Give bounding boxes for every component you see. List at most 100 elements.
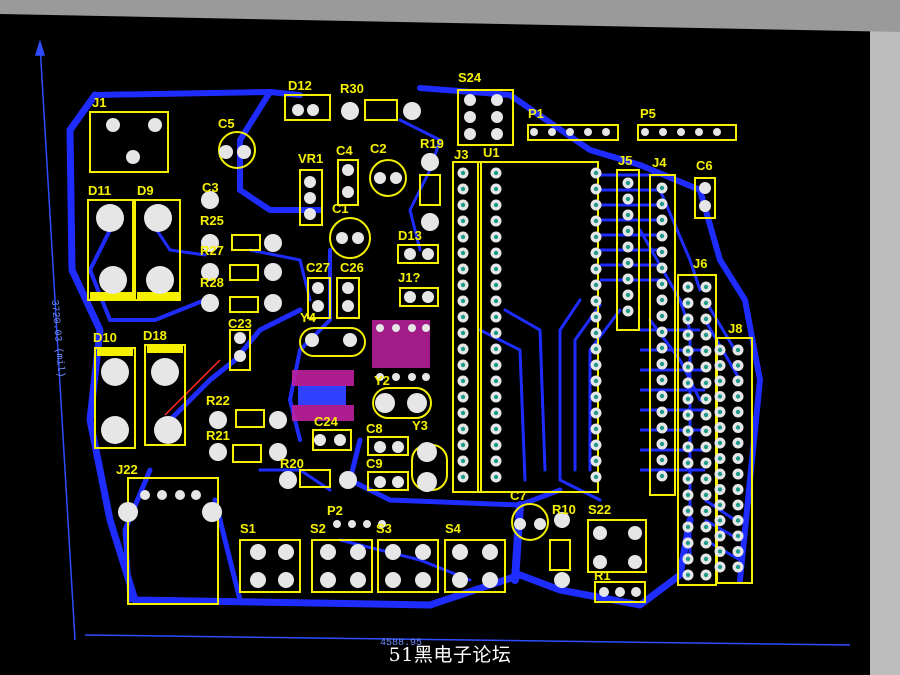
pad-hole: [735, 549, 741, 554]
pad-hole: [460, 186, 466, 192]
pad-hole: [625, 212, 631, 218]
pad-hole: [659, 313, 665, 319]
pad-hole: [593, 474, 599, 480]
pad-hole: [659, 377, 665, 383]
pad-hole: [685, 300, 691, 306]
label-J22: J22: [116, 462, 138, 477]
label-R25: R25: [200, 213, 224, 228]
dimension-horizontal-label: 4588.95: [380, 638, 422, 649]
pad-hole: [493, 266, 499, 272]
label-J4: J4: [652, 155, 667, 170]
label-R27: R27: [200, 243, 224, 258]
pad-hole: [593, 426, 599, 432]
pad-hole: [593, 170, 599, 176]
pad-hole: [685, 396, 691, 402]
pad-hole: [493, 474, 499, 480]
pad-hole: [593, 234, 599, 240]
pad-hole: [717, 363, 723, 368]
pad-hole: [703, 556, 709, 562]
pad-hole: [685, 492, 691, 498]
label-R30: R30: [340, 81, 364, 96]
pad-hole: [460, 250, 466, 256]
smd-chips: [292, 320, 430, 421]
label-D18: D18: [143, 328, 167, 343]
pad-hole: [685, 284, 691, 290]
label-Y4: Y4: [300, 310, 317, 325]
label-C5: C5: [218, 116, 235, 131]
label-Y2: Y2: [374, 373, 390, 388]
pad-hole: [703, 332, 709, 338]
pad-hole: [717, 378, 723, 384]
pad-hole: [593, 410, 599, 416]
label-J3: J3: [454, 147, 468, 162]
pad-hole: [493, 362, 499, 368]
bezel-right: [870, 0, 900, 675]
pad-hole: [460, 426, 466, 432]
pad-hole: [493, 378, 499, 384]
reference-designators: J1 C5 D12 R30 S24 P1 P5 D11 D9 C3 VR1 C4…: [88, 70, 742, 583]
pad-hole: [735, 502, 741, 508]
label-R19: R19: [420, 136, 444, 151]
pad-hole: [735, 363, 741, 368]
label-R1: R1: [594, 568, 611, 583]
pad-hole: [735, 347, 741, 353]
label-C7: C7: [510, 488, 527, 503]
pcb-traces: [66, 85, 763, 609]
pad-hole: [735, 409, 741, 415]
pad-hole: [493, 410, 499, 416]
pad-hole: [593, 378, 599, 384]
pad-hole: [659, 217, 665, 223]
label-P2: P2: [327, 503, 343, 518]
pad-hole: [717, 533, 723, 539]
pad-hole: [703, 300, 709, 306]
pad-hole: [593, 298, 599, 304]
label-C23: C23: [228, 316, 252, 331]
label-C6: C6: [696, 158, 713, 173]
pad-hole: [460, 394, 466, 400]
pad-hole: [685, 348, 691, 354]
pad-hole: [493, 170, 499, 176]
label-P1: P1: [528, 106, 544, 121]
label-C3: C3: [202, 180, 219, 195]
pad-hole: [717, 502, 723, 508]
pad-hole: [493, 202, 499, 208]
pad-hole: [735, 487, 741, 492]
label-J8: J8: [728, 321, 742, 336]
pad-hole: [717, 425, 723, 430]
label-P5: P5: [640, 106, 656, 121]
label-C9: C9: [366, 456, 383, 471]
pad-hole: [717, 440, 723, 446]
pad-hole: [703, 540, 709, 546]
forum-watermark: 51黑电子论坛: [388, 644, 512, 666]
pad-hole: [703, 572, 709, 578]
pad-hole: [493, 314, 499, 320]
pad-hole: [685, 412, 691, 418]
label-S24: S24: [458, 70, 482, 85]
pad-hole: [593, 250, 599, 256]
label-C4: C4: [336, 143, 353, 158]
pad-hole: [685, 476, 691, 482]
pad-hole: [460, 202, 466, 208]
pad-hole: [625, 308, 631, 314]
pad-hole: [659, 329, 665, 335]
dimension-lines: [34, 39, 851, 646]
label-S1: S1: [240, 521, 256, 536]
pad-hole: [625, 196, 631, 202]
pad-hole: [460, 282, 466, 288]
pad-hole: [659, 281, 665, 287]
pad-hole: [735, 394, 741, 399]
pad-hole: [493, 234, 499, 240]
pad-hole: [685, 364, 691, 370]
pad-hole: [659, 297, 665, 303]
pad-hole: [460, 442, 466, 448]
pad-hole: [685, 380, 691, 386]
pad-hole: [493, 282, 499, 288]
label-J5: J5: [618, 153, 632, 168]
pad-hole: [717, 394, 723, 399]
pad-hole: [735, 378, 741, 384]
pad-hole: [493, 298, 499, 304]
pad-hole: [593, 266, 599, 272]
pad-hole: [685, 316, 691, 322]
label-VR1: VR1: [298, 151, 323, 166]
pad-hole: [493, 458, 499, 464]
